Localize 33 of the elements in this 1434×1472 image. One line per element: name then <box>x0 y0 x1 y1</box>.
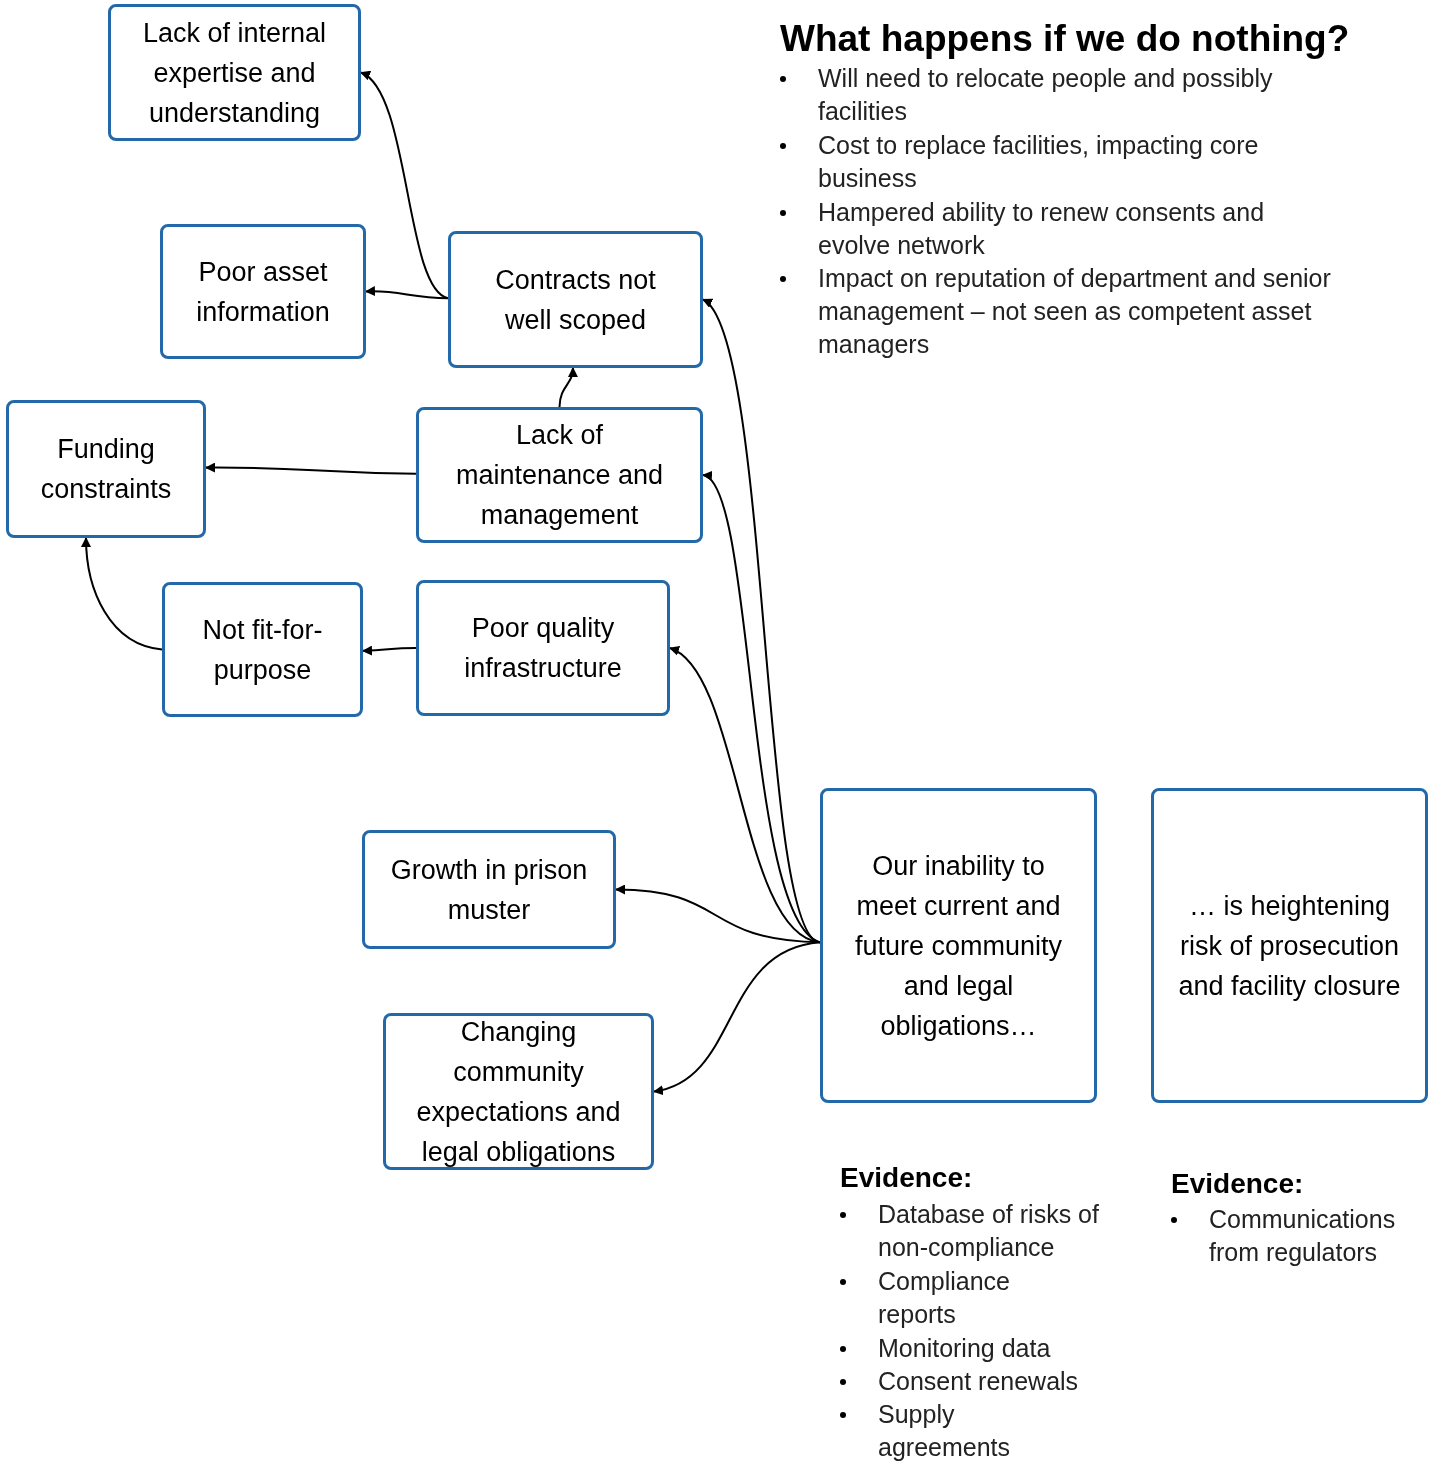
bullet-text: Database of risks of non-compliance <box>878 1199 1100 1263</box>
bullet-text: Monitoring data <box>878 1333 1051 1364</box>
arrow <box>362 645 417 656</box>
bullet-text: Impact on reputation of department and senior management – not seen as competent asset managers <box>818 263 1332 360</box>
arrow <box>615 884 821 944</box>
cause-box: Funding constraints <box>6 400 206 538</box>
cause-box: Changing community expectations and legal obligations <box>383 1013 654 1170</box>
bullet-text: Supply agreements <box>878 1399 1012 1463</box>
arrow <box>365 286 449 300</box>
arrow <box>360 71 449 300</box>
cause-box: Growth in prison muster <box>362 830 616 949</box>
bullet-text: Will need to relocate people and possibly facilities <box>818 63 1274 127</box>
arrow <box>653 941 821 1094</box>
cause-box: Our inability to meet current and future community and legal obligations… <box>820 788 1097 1103</box>
bullet-text: Cost to replace facilities, impacting core business <box>818 130 1260 194</box>
arrow <box>558 367 578 408</box>
arrow <box>81 537 163 651</box>
evidence-heading: Evidence: <box>840 1161 974 1195</box>
bullet-text: Communications from regulators <box>1209 1204 1397 1268</box>
bullet-text: Hampered ability to renew consents and evolve network <box>818 197 1266 261</box>
cause-box: Poor quality infrastructure <box>416 580 670 716</box>
arrow <box>205 462 417 475</box>
cause-box: Not fit-for-purpose <box>162 582 363 717</box>
bullet-text: Compliance reports <box>878 1266 1011 1330</box>
cause-box: Poor asset information <box>160 224 366 359</box>
arrow <box>702 474 821 944</box>
heading: What happens if we do nothing? <box>780 17 1350 61</box>
cause-box: Lack of internal expertise and understanding <box>108 4 361 141</box>
cause-box: Contracts not well scoped <box>448 231 703 368</box>
cause-box: … is heightening risk of prosecution and facility closure <box>1151 788 1428 1103</box>
cause-box: Lack of maintenance and management <box>416 407 703 543</box>
bullet-text: Consent renewals <box>878 1366 1079 1397</box>
evidence-heading: Evidence: <box>1171 1167 1305 1201</box>
